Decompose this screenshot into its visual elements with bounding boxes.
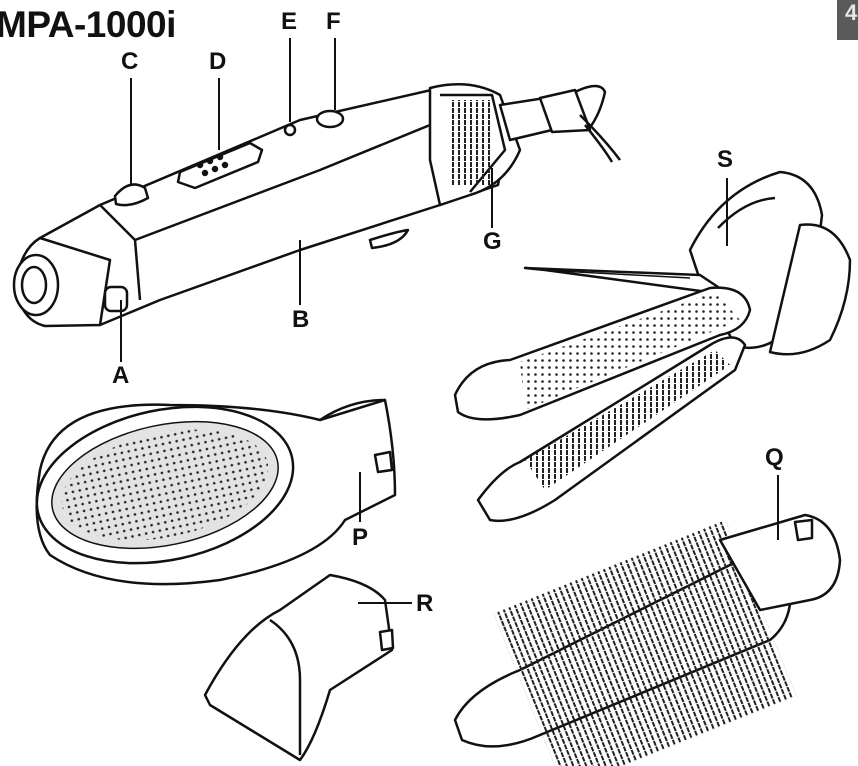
label-a: A — [112, 362, 130, 389]
label-r: R — [416, 590, 434, 617]
page-tab-number: 4 — [845, 0, 858, 25]
page-tab — [837, 0, 858, 40]
label-e: E — [281, 8, 298, 35]
label-d: D — [209, 48, 227, 75]
label-g: G — [483, 228, 502, 255]
hair-dryer-body — [12, 83, 621, 328]
label-p: P — [352, 524, 369, 551]
paddle-brush-attachment — [35, 398, 397, 586]
label-s: S — [717, 146, 734, 173]
model-title: MPA-1000i — [0, 4, 176, 45]
label-q: Q — [765, 444, 784, 471]
round-brush-attachment — [453, 513, 842, 766]
label-f: F — [326, 8, 341, 35]
dryer-leader-lines — [120, 38, 493, 362]
label-b: B — [292, 306, 310, 333]
label-c: C — [121, 48, 139, 75]
concentrator-nozzle — [203, 573, 395, 762]
straightener-attachment — [453, 170, 852, 522]
